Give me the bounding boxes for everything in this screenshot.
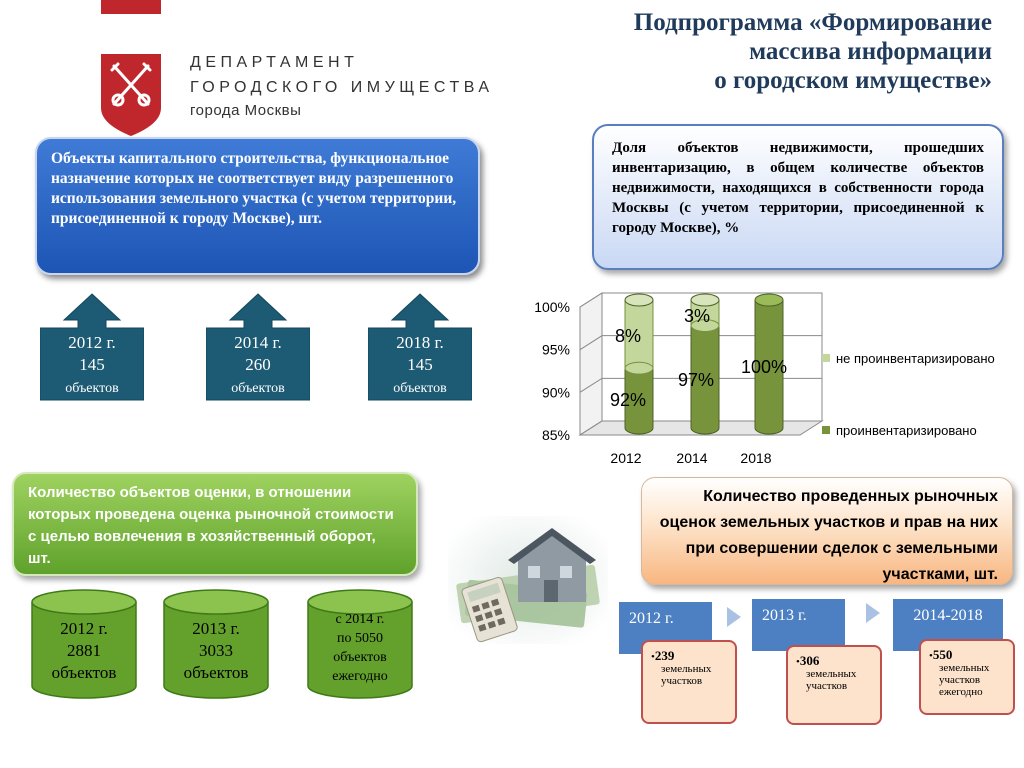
cylinder-line-3: объектов xyxy=(51,663,117,682)
market-assessment-box: Количество проведенных рыночных оценок з… xyxy=(641,477,1013,585)
cylinder-icon xyxy=(307,589,413,699)
cylinder-line-2: 3033 xyxy=(199,641,233,660)
logo-line-2: ГОРОДСКОГО ИМУЩЕСТВА xyxy=(190,79,494,96)
y-tick-label: 95% xyxy=(542,342,570,358)
arrow-year: 2018 г. xyxy=(396,333,444,352)
timeline-arrow-icon xyxy=(727,607,741,627)
label-not-inventoried-2014: 3% xyxy=(684,306,710,326)
arrow-unit: объектов xyxy=(65,381,119,396)
cylinder-line-2: по 5050 xyxy=(337,631,383,646)
cylinder-label: 2012 г. 2881 объектов xyxy=(30,618,138,684)
arrow-unit: объектов xyxy=(231,381,285,396)
capital-objects-2014-arrow: 2014 г. 260 объектов xyxy=(205,292,311,402)
cylinder-line-1: 2012 г. xyxy=(60,619,108,638)
title-line-3: о городском имуществе» xyxy=(714,67,992,94)
bar-inventoried-2018 xyxy=(754,299,784,435)
bar-inventoried-2014 xyxy=(690,325,720,435)
y-tick-label: 100% xyxy=(534,299,570,315)
timeline-2013-value: •306 земельных участков xyxy=(786,645,882,725)
arrow-unit: объектов xyxy=(393,381,447,396)
legend-label-not-inventoried: не проинвентаризировано xyxy=(836,351,995,366)
gridline xyxy=(579,420,822,436)
up-arrow-icon xyxy=(39,293,145,401)
timeline-bullet-value: •306 xyxy=(796,653,820,668)
page-title: Подпрограмма «Формирование массива инфор… xyxy=(472,8,992,95)
arrow-year: 2014 г. xyxy=(234,333,282,352)
timeline-unit: земельных участков ежегодно xyxy=(939,662,990,698)
arrow-year: 2012 г. xyxy=(68,333,116,352)
department-emblem-icon xyxy=(101,0,161,136)
gridline xyxy=(579,335,822,351)
assessment-cylinder-2012: 2012 г. 2881 объектов xyxy=(30,588,138,700)
inventory-chart: 85% 90% 95% 100% 2012 2014 2018 92% 8% 97% 3% 100% н… xyxy=(534,292,995,466)
up-arrow-icon xyxy=(367,293,473,401)
bar-top-2018 xyxy=(754,293,784,307)
arrow-label-2012: 2012 г. 145 объектов xyxy=(40,332,144,400)
y-tick-label: 85% xyxy=(542,427,570,443)
bar-top-2012 xyxy=(624,293,654,307)
legend-label-inventoried: проинвентаризировано xyxy=(836,423,977,438)
timeline-arrow-icon xyxy=(866,603,880,623)
gridline xyxy=(579,292,822,308)
timeline-bullet-value: •550 xyxy=(929,647,953,662)
bar-top-2014 xyxy=(690,293,720,307)
timeline-unit: земельных участков xyxy=(806,668,857,692)
label-inventoried-2014: 97% xyxy=(678,370,714,390)
timeline-2012-value: •239 земельных участков xyxy=(641,640,737,724)
logo-line-3: города Москвы xyxy=(190,102,302,119)
label-inventoried-2018: 100% xyxy=(741,357,787,377)
cylinder-line-3: объектов xyxy=(333,650,387,665)
bar-segment-edge-2014 xyxy=(690,319,720,333)
legend-swatch-not-inventoried xyxy=(822,354,830,362)
cylinder-line-2: 2881 xyxy=(67,641,101,660)
cylinder-line-1: 2013 г. xyxy=(192,619,240,638)
legend-swatch-inventoried xyxy=(822,426,830,434)
assessment-cylinder-2013: 2013 г. 3033 объектов xyxy=(162,588,270,700)
arrow-value: 145 xyxy=(407,355,433,374)
x-tick-label: 2014 xyxy=(676,450,707,466)
calculator-icon xyxy=(461,577,518,643)
x-tick-label: 2018 xyxy=(740,450,771,466)
gridline xyxy=(579,377,822,393)
title-line-1: Подпрограмма «Формирование xyxy=(633,9,992,36)
timeline-2014-2018-value: •550 земельных участков ежегодно xyxy=(919,639,1015,715)
department-logo-text: ДЕПАРТАМЕНТ ГОРОДСКОГО ИМУЩЕСТВА города … xyxy=(190,50,494,119)
assessment-cylinder-2014: с 2014 г. по 5050 объектов ежегодно xyxy=(306,588,414,700)
capital-objects-2018-arrow: 2018 г. 145 объектов xyxy=(367,292,473,402)
house-icon xyxy=(508,528,596,602)
house-calculator-image xyxy=(448,516,608,644)
arrow-value: 145 xyxy=(79,355,105,374)
label-inventoried-2012: 92% xyxy=(610,390,646,410)
logo-line-1: ДЕПАРТАМЕНТ xyxy=(190,54,359,71)
chart-side-wall xyxy=(579,292,603,436)
cylinder-line-1: с 2014 г. xyxy=(335,612,385,627)
timeline-bullet-value: •239 xyxy=(651,648,675,663)
cylinder-icon xyxy=(31,589,137,699)
inventory-note-box: Доля объектов недвижимости, прошедших ин… xyxy=(592,124,1004,270)
cylinder-line-4: ежегодно xyxy=(332,669,388,684)
x-tick-label: 2012 xyxy=(610,450,641,466)
bar-inventoried-2012 xyxy=(624,367,654,435)
assessment-box: Количество объектов оценки, в отношении … xyxy=(12,472,418,576)
cylinder-label: 2013 г. 3033 объектов xyxy=(162,618,270,684)
capital-objects-2012-arrow: 2012 г. 145 объектов xyxy=(39,292,145,402)
cylinder-icon xyxy=(163,589,269,699)
capital-objects-box: Объекты капитального строительства, функ… xyxy=(35,137,480,275)
label-not-inventoried-2012: 8% xyxy=(615,326,641,346)
y-tick-label: 90% xyxy=(542,384,570,400)
timeline-2013-header: 2013 г. xyxy=(752,599,845,651)
up-arrow-icon xyxy=(205,293,311,401)
title-line-2: массива информации xyxy=(749,38,992,65)
arrow-label-2018: 2018 г. 145 объектов xyxy=(368,332,472,400)
arrow-label-2014: 2014 г. 260 объектов xyxy=(206,332,310,400)
cylinder-label: с 2014 г. по 5050 объектов ежегодно xyxy=(306,610,414,686)
arrow-value: 260 xyxy=(245,355,271,374)
timeline-unit: земельных участков xyxy=(661,663,712,687)
bar-segment-edge-2012 xyxy=(624,361,654,375)
cylinder-line-3: объектов xyxy=(183,663,249,682)
